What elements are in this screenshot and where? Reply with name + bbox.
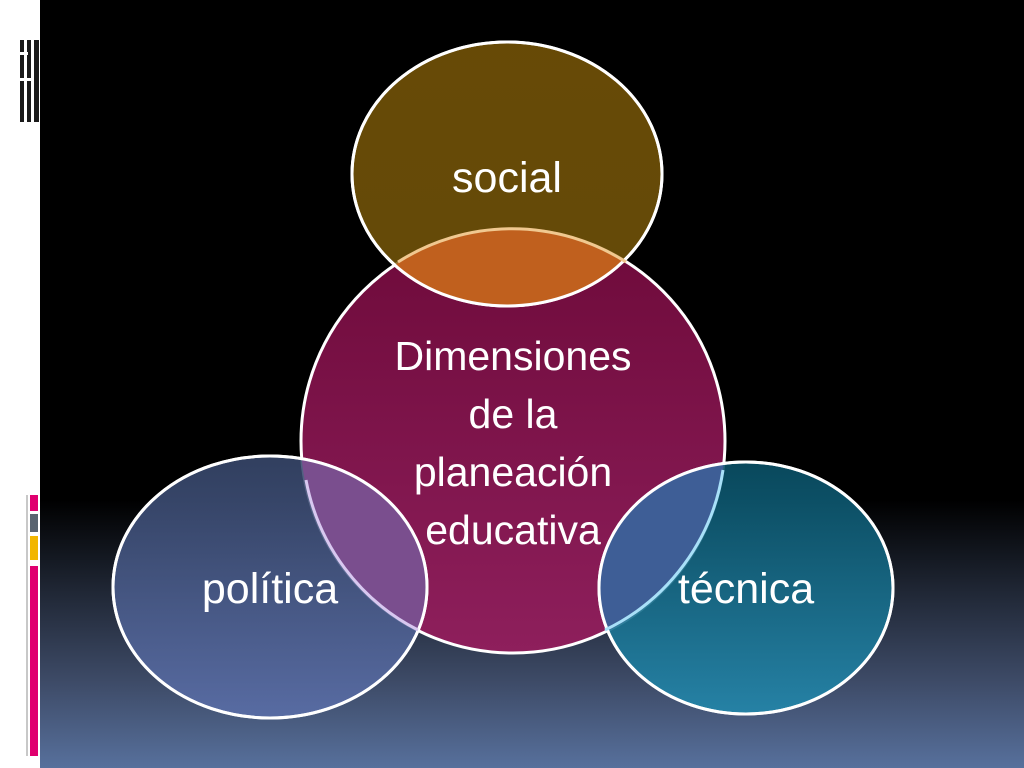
node-tecnica-outline (597, 460, 895, 716)
overlap-politica-center (301, 456, 427, 653)
accent-bar-gold (30, 536, 38, 560)
overlap-tecnica-center (599, 462, 725, 653)
center-label-line-1: Dimensiones (395, 333, 632, 379)
node-politica-outline (111, 454, 429, 720)
node-politica-label: política (202, 565, 338, 613)
node-social-outline (350, 40, 664, 308)
center-arc-left (304, 479, 419, 632)
accent-bar-pink-long (30, 566, 38, 756)
accent-bar-pink-top (30, 495, 38, 511)
node-tecnica-label: técnica (678, 565, 814, 613)
slide-decoration (0, 0, 40, 768)
grip-tick-1 (20, 52, 28, 55)
node-social-label: social (452, 154, 562, 202)
center-label-line-3: planeación (414, 449, 612, 495)
accent-line-thin (26, 495, 28, 756)
accent-bar-gray (30, 514, 38, 532)
center-label-line-2: de la (469, 391, 558, 437)
grip-tick-2 (20, 78, 34, 81)
center-label-line-4: educativa (425, 507, 601, 553)
center-arc-top (397, 227, 627, 264)
grip-bar-3 (34, 40, 39, 122)
center-arc-right (604, 469, 725, 632)
